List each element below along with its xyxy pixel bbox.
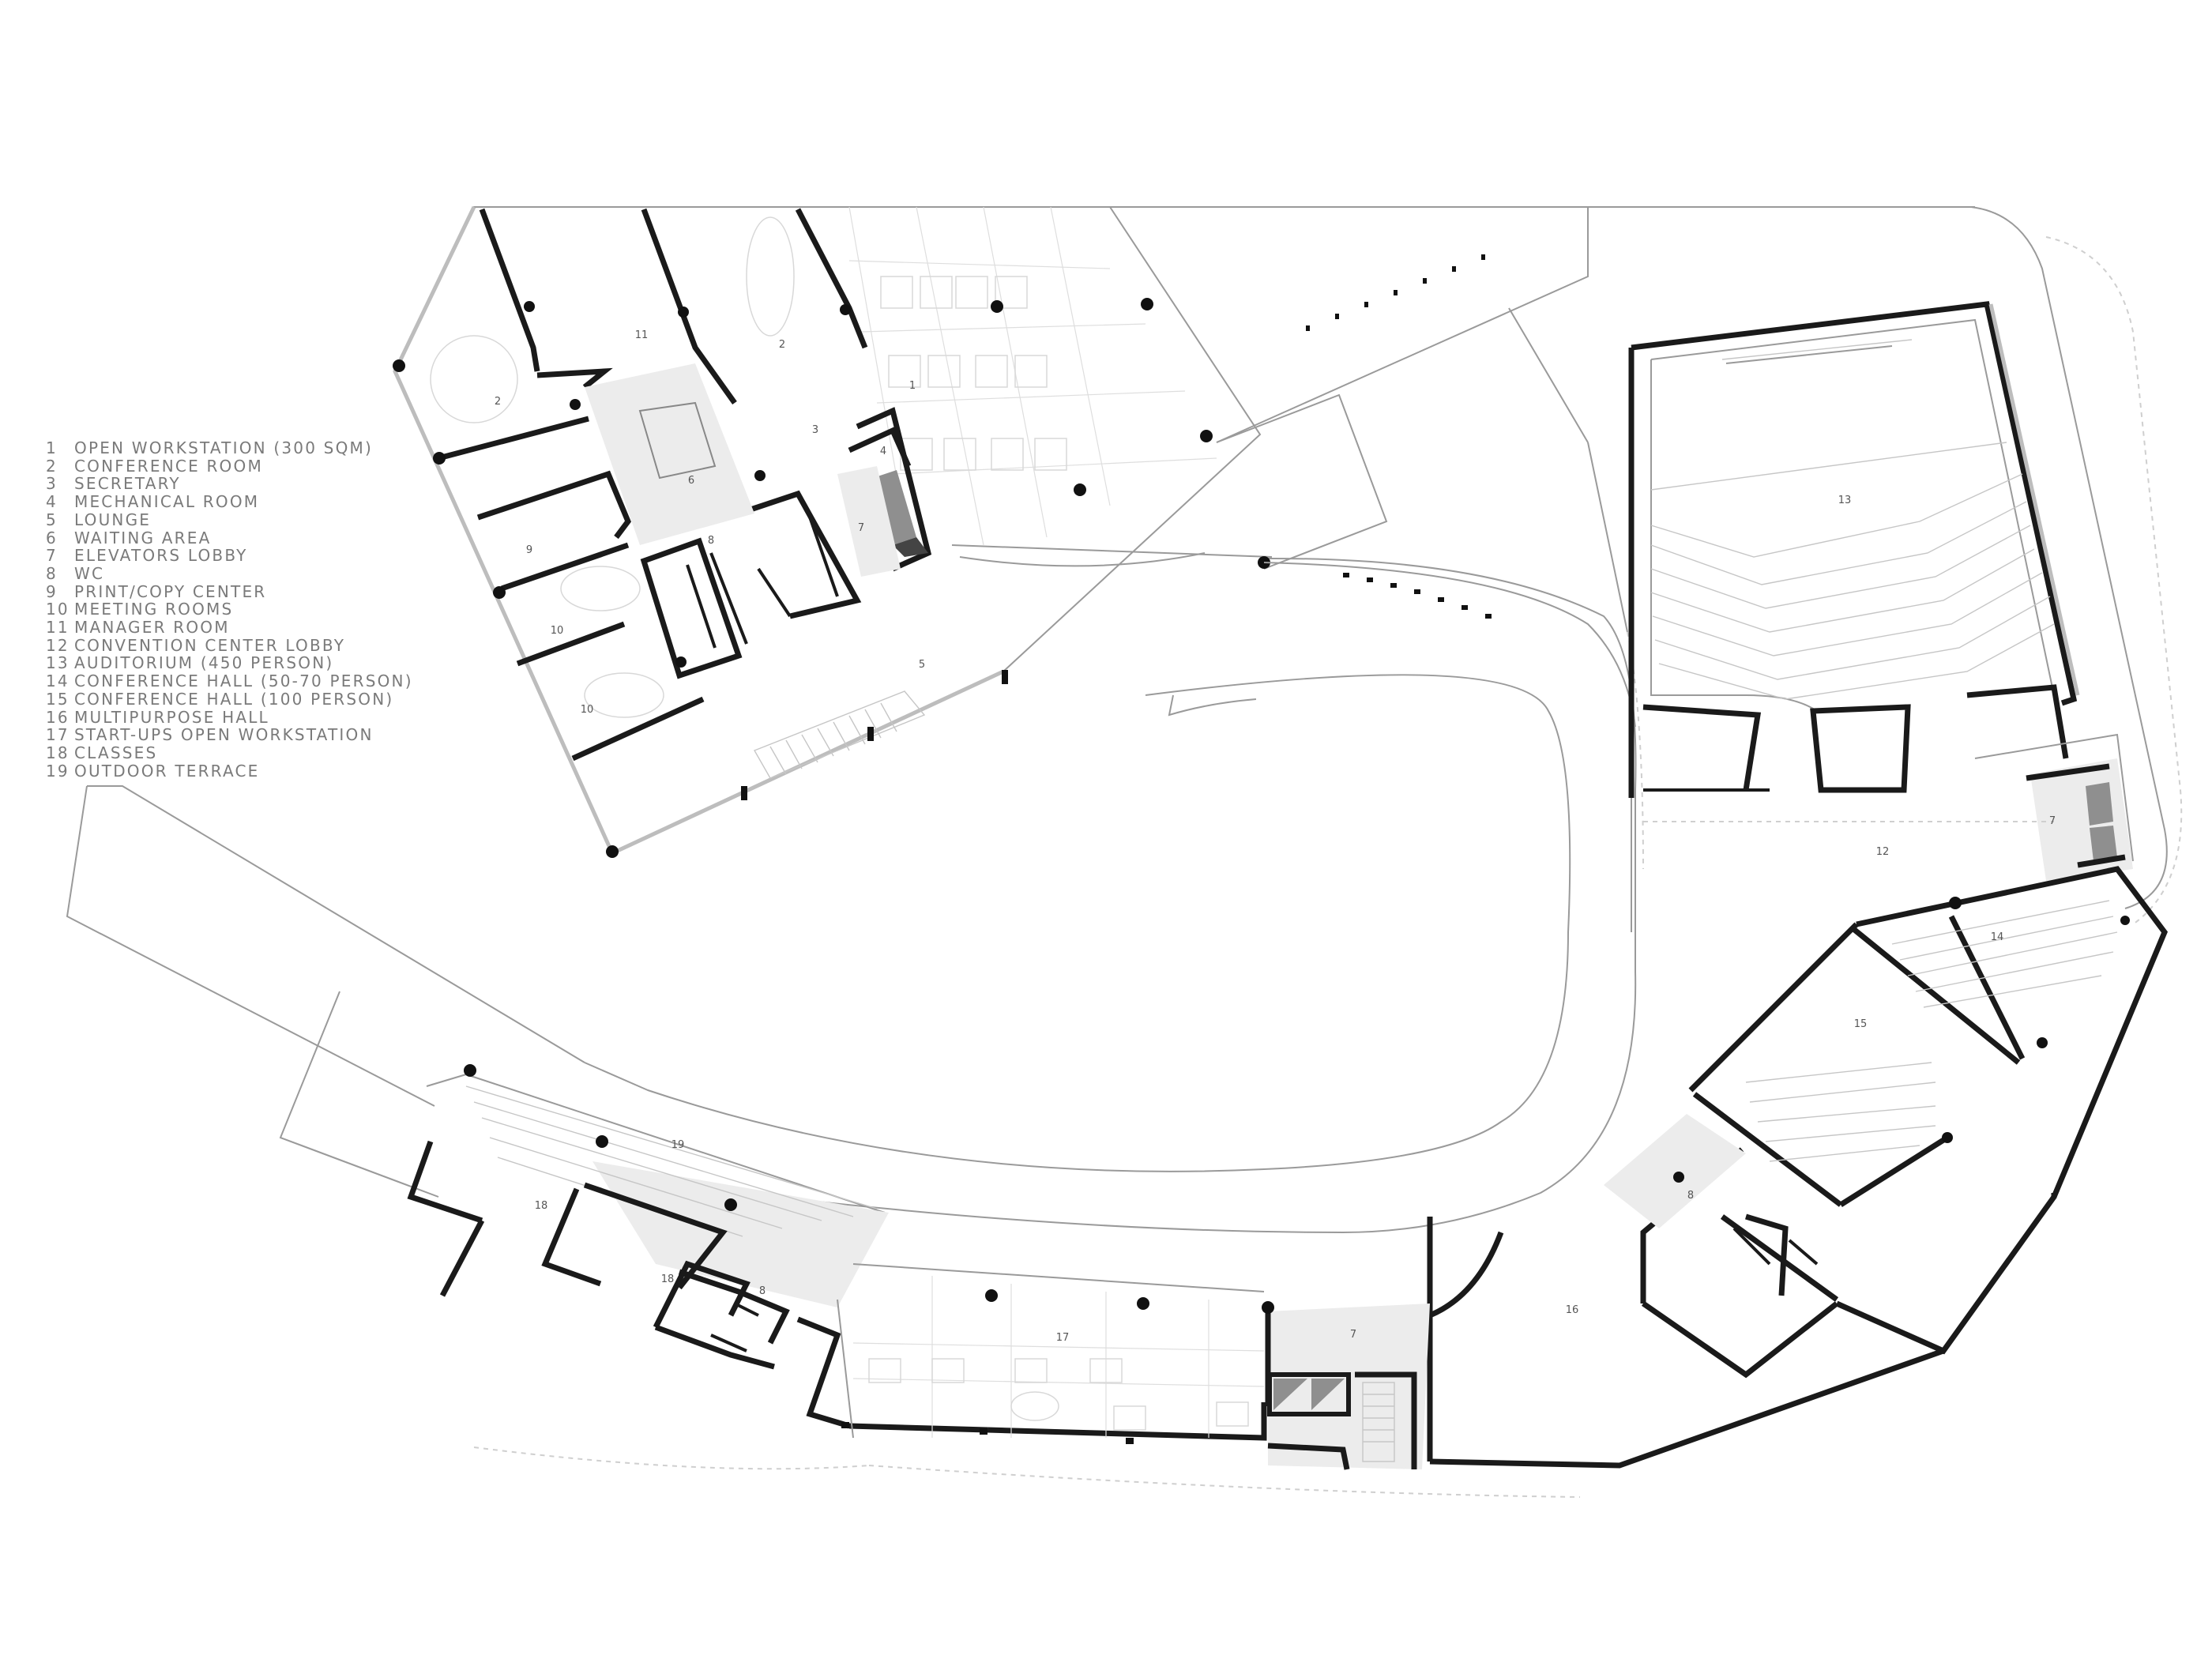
- legend-label: MANAGER ROOM: [74, 618, 230, 638]
- room-label-1: 1: [909, 380, 916, 392]
- legend-number: 5: [46, 510, 58, 529]
- legend-number: 19: [46, 761, 70, 781]
- legend-number: 18: [46, 743, 70, 762]
- legend-number: 17: [46, 725, 70, 745]
- legend-label: START-UPS OPEN WORKSTATION: [74, 725, 374, 745]
- room-label-15: 15: [1854, 1018, 1868, 1030]
- legend-number: 2: [46, 456, 58, 476]
- legend-label: CONFERENCE HALL (100 PERSON): [74, 689, 394, 709]
- room-label-7: 7: [1350, 1329, 1356, 1341]
- legend-label: OUTDOOR TERRACE: [74, 761, 260, 781]
- legend-label: LOUNGE: [74, 510, 152, 529]
- room-label-14: 14: [1991, 931, 2004, 943]
- legend-item: 3 SECRETARY: [46, 475, 413, 493]
- room-label-8: 8: [759, 1285, 766, 1297]
- office-building: [393, 205, 1262, 856]
- convention-lobby: [1631, 798, 2054, 932]
- room-label-18: 18: [661, 1273, 675, 1285]
- room-label-10: 10: [581, 704, 594, 716]
- room-labels: 1 2 2 3 4 5 6 7 7 7 8 8 8 9 10 10 11 12 …: [495, 329, 2056, 1344]
- classes-wing: [407, 1074, 1430, 1470]
- legend-number: 16: [46, 707, 70, 727]
- legend-label: MECHANICAL ROOM: [74, 492, 260, 512]
- legend-label: MULTIPURPOSE HALL: [74, 707, 269, 727]
- room-label-5: 5: [919, 659, 925, 671]
- legend-label: ELEVATORS LOBBY: [74, 546, 248, 566]
- legend-number: 10: [46, 600, 70, 619]
- legend-label: CONVENTION CENTER LOBBY: [74, 635, 346, 655]
- columns-bottom: [464, 897, 2130, 1314]
- legend-number: 1: [46, 438, 58, 457]
- walkway-markers: [1263, 254, 1636, 728]
- legend-number: 7: [46, 546, 58, 566]
- room-label-19: 19: [672, 1139, 685, 1151]
- legend-item: 9 PRINT/COPY CENTER: [46, 581, 413, 601]
- legend-label: WC: [74, 563, 105, 583]
- stair-office: [753, 690, 926, 779]
- legend-number: 11: [46, 618, 70, 638]
- legend-label: AUDITORIUM (450 PERSON): [74, 653, 334, 673]
- conference-wing: [1427, 866, 2169, 1469]
- room-label-10: 10: [551, 625, 564, 637]
- legend-label: SECRETARY: [74, 474, 181, 494]
- room-label-8: 8: [1687, 1190, 1694, 1202]
- legend-item: 5 LOUNGE: [46, 510, 413, 529]
- room-label-4: 4: [880, 446, 886, 457]
- legend-number: 15: [46, 689, 70, 709]
- legend-label: MEETING ROOMS: [74, 600, 234, 619]
- room-label-7: 7: [858, 522, 864, 534]
- legend-label: CLASSES: [74, 743, 158, 762]
- legend-label: CONFERENCE HALL (50-70 PERSON): [74, 672, 413, 691]
- legend-item: 1 OPEN WORKSTATION (300 SQM): [46, 439, 413, 457]
- room-label-6: 6: [688, 475, 694, 487]
- legend-number: 12: [46, 635, 70, 655]
- room-label-12: 12: [1876, 846, 1890, 858]
- legend-number: 8: [46, 563, 58, 583]
- central-court: [584, 557, 1644, 1234]
- room-label-13: 13: [1838, 495, 1852, 506]
- legend-item: 6 WAITING AREA: [46, 529, 413, 547]
- room-label-16: 16: [1566, 1304, 1579, 1316]
- legend-number: 9: [46, 581, 58, 601]
- legend-number: 6: [46, 528, 58, 547]
- room-label-17: 17: [1056, 1332, 1070, 1344]
- legend-item: 4 MECHANICAL ROOM: [46, 493, 413, 511]
- room-label-2: 2: [779, 339, 785, 351]
- room-label-8: 8: [708, 535, 714, 547]
- auditorium-block: [1628, 301, 2134, 881]
- legend-label: PRINT/COPY CENTER: [74, 581, 267, 601]
- legend-item: 2 CONFERENCE ROOM: [46, 457, 413, 476]
- legend-item: 8 WC: [46, 565, 413, 583]
- legend-number: 4: [46, 492, 58, 512]
- room-label-7: 7: [2049, 815, 2056, 827]
- room-label-18: 18: [535, 1200, 548, 1212]
- legend-label: WAITING AREA: [74, 528, 212, 547]
- site-lines: [66, 206, 2183, 1498]
- room-label-9: 9: [526, 544, 532, 556]
- room-label-3: 3: [812, 424, 818, 436]
- legend-number: 3: [46, 474, 58, 494]
- legend-number: 13: [46, 653, 70, 673]
- room-label-11: 11: [635, 329, 649, 341]
- legend-label: CONFERENCE ROOM: [74, 456, 263, 476]
- legend-label: OPEN WORKSTATION (300 SQM): [74, 438, 373, 457]
- room-label-2: 2: [495, 396, 501, 408]
- legend-number: 14: [46, 672, 70, 691]
- columns-office: [393, 298, 1270, 858]
- legend-item: 7 ELEVATORS LOBBY: [46, 547, 413, 565]
